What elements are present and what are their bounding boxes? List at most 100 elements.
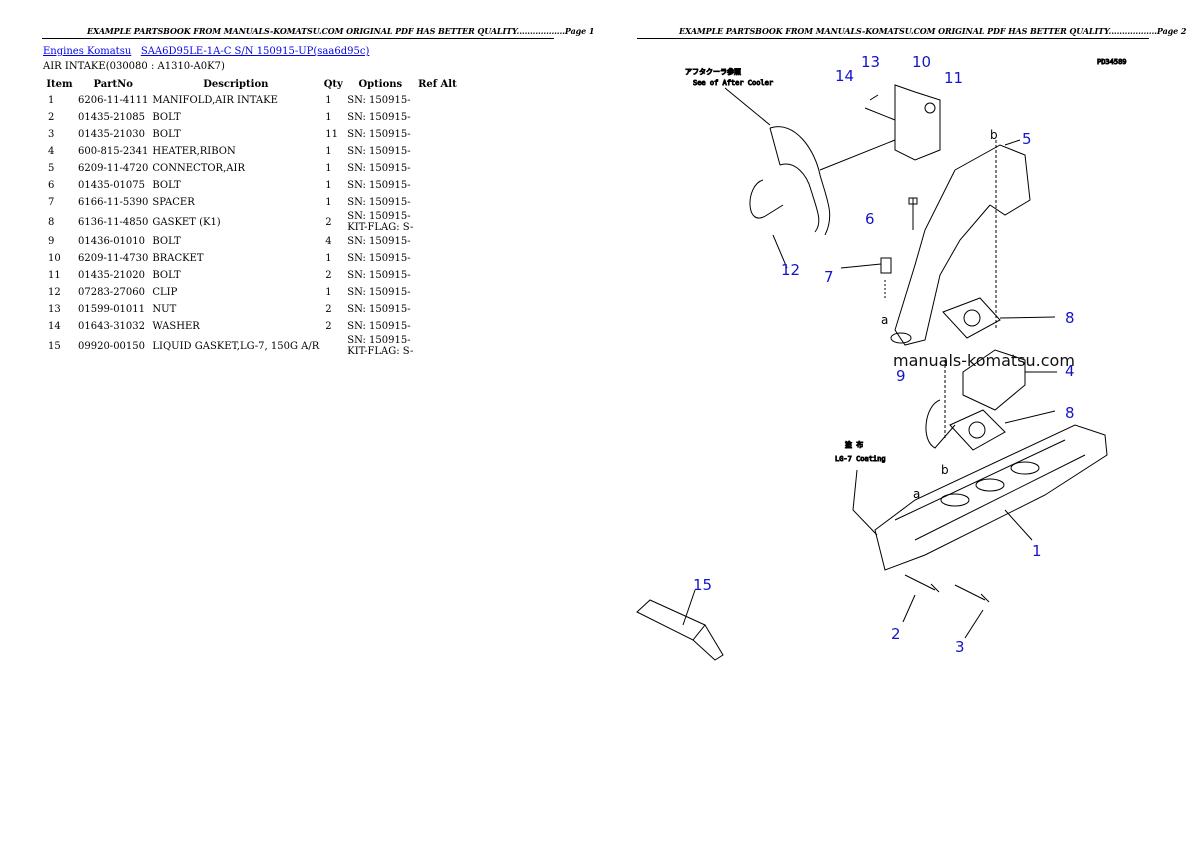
connector-part [954, 144, 1031, 216]
bracket-part [894, 84, 941, 161]
cell-qty: 4 [325, 236, 332, 247]
manifold-part [894, 439, 1066, 521]
callout-number: 7 [824, 268, 834, 286]
cell-description: BOLT [152, 236, 181, 247]
heater-wire [925, 399, 956, 449]
gasket-part [949, 409, 1006, 451]
option-serial: SN: 150915- [347, 304, 411, 315]
cell-ref-alt [415, 160, 459, 177]
header-divider [42, 38, 554, 39]
cell-item: 7 [48, 197, 55, 208]
cell-options: SN: 150915- [345, 318, 415, 335]
option-serial: SN: 150915- [347, 321, 411, 332]
cell-options: SN: 150915- [345, 233, 415, 250]
cell-options: SN: 150915-KIT-FLAG: S- [345, 211, 415, 233]
cell-description: BOLT [152, 112, 181, 123]
option-kit-flag: KIT-FLAG: S- [347, 222, 414, 233]
cell-partno: 6209-11-4720 [78, 163, 149, 174]
header-divider [637, 38, 1149, 39]
nut-part [869, 94, 879, 101]
cell-partno: 6166-11-5390 [78, 197, 149, 208]
cell-description: BOLT [152, 270, 181, 281]
manifold-part [914, 454, 1086, 541]
spacer-part [880, 257, 892, 274]
cell-partno: 01436-01010 [78, 236, 146, 247]
callout-number: 11 [944, 69, 963, 87]
option-serial: SN: 150915- [347, 335, 411, 346]
cell-ref-alt [415, 143, 459, 160]
breadcrumb: Engines Komatsu SAA6D95LE-1A-C S/N 15091… [43, 46, 369, 57]
leader-line [1004, 139, 1021, 146]
note-coating-en: LG-7 Coating [835, 455, 886, 463]
cell-partno: 01435-21030 [78, 129, 146, 140]
cell-qty: 2 [325, 270, 332, 281]
cell-ref-alt [415, 250, 459, 267]
cell-qty: 1 [325, 163, 332, 174]
cell-partno: 6209-11-4730 [78, 253, 149, 264]
cell-item: 2 [48, 112, 55, 123]
note-after-cooler-jp: アフタクーラ参照 [685, 67, 741, 76]
air-pipe-outline [769, 126, 831, 236]
callout-number: 8 [1065, 309, 1075, 327]
reference-letter: a [913, 487, 920, 501]
cell-ref-alt [415, 318, 459, 335]
cell-partno: 600-815-2341 [78, 146, 149, 157]
cell-description: BOLT [152, 180, 181, 191]
cell-partno: 01435-21085 [78, 112, 146, 123]
cell-options: SN: 150915- [345, 284, 415, 301]
callout-number: 10 [912, 53, 931, 71]
option-serial: SN: 150915- [347, 253, 411, 264]
cell-partno: 6206-11-4111 [78, 95, 149, 106]
leader-line [724, 87, 771, 126]
option-serial: SN: 150915- [347, 270, 411, 281]
cell-item: 12 [48, 287, 61, 298]
breadcrumb-link-model[interactable]: SAA6D95LE-1A-C S/N 150915-UP(saa6d95c) [140, 46, 370, 57]
parts-page-1: EXAMPLE PARTSBOOK FROM MANUALS-KOMATSU.C… [42, 26, 594, 357]
callout-number: 12 [781, 261, 800, 279]
callout-number: 5 [1022, 130, 1032, 148]
option-serial: SN: 150915- [347, 129, 411, 140]
callout-number: 1 [1032, 542, 1042, 560]
breadcrumb-link-engines[interactable]: Engines Komatsu [43, 46, 132, 57]
column-header-item: Item [46, 78, 73, 90]
cell-options: SN: 150915- [345, 194, 415, 211]
cell-item: 6 [48, 180, 55, 191]
cell-ref-alt [415, 267, 459, 284]
cell-ref-alt [415, 233, 459, 250]
heater-part [962, 349, 1026, 411]
option-serial: SN: 150915- [347, 180, 411, 191]
gasket-tube [636, 599, 706, 641]
section-title: AIR INTAKE(030080 : A1310-A0K7) [43, 61, 225, 72]
callout-number: 6 [865, 210, 875, 228]
table-row: 9 01436-01010 BOLT 4 SN: 150915- [43, 233, 459, 250]
clip-part [749, 179, 784, 219]
callout-number: 2 [891, 625, 901, 643]
diagram-code: PD34589 [1097, 58, 1127, 66]
option-serial: SN: 150915- [347, 287, 411, 298]
cell-options: SN: 150915- [345, 267, 415, 284]
leader-line [864, 107, 896, 121]
manifold-port [975, 478, 1005, 492]
cell-partno: 01435-21020 [78, 270, 146, 281]
cell-options: SN: 150915- [345, 301, 415, 318]
leader-line [819, 139, 896, 171]
cell-ref-alt [415, 194, 459, 211]
cell-options: SN: 150915- [345, 143, 415, 160]
leader-line [902, 594, 916, 623]
cell-item: 9 [48, 236, 55, 247]
cell-qty: 1 [325, 287, 332, 298]
parts-page-2: EXAMPLE PARTSBOOK FROM MANUALS-KOMATSU.C… [595, 0, 1190, 842]
air-pipe-outline [769, 127, 781, 166]
cell-item: 14 [48, 321, 61, 332]
callout-number: 9 [896, 367, 906, 385]
cell-description: WASHER [152, 321, 200, 332]
